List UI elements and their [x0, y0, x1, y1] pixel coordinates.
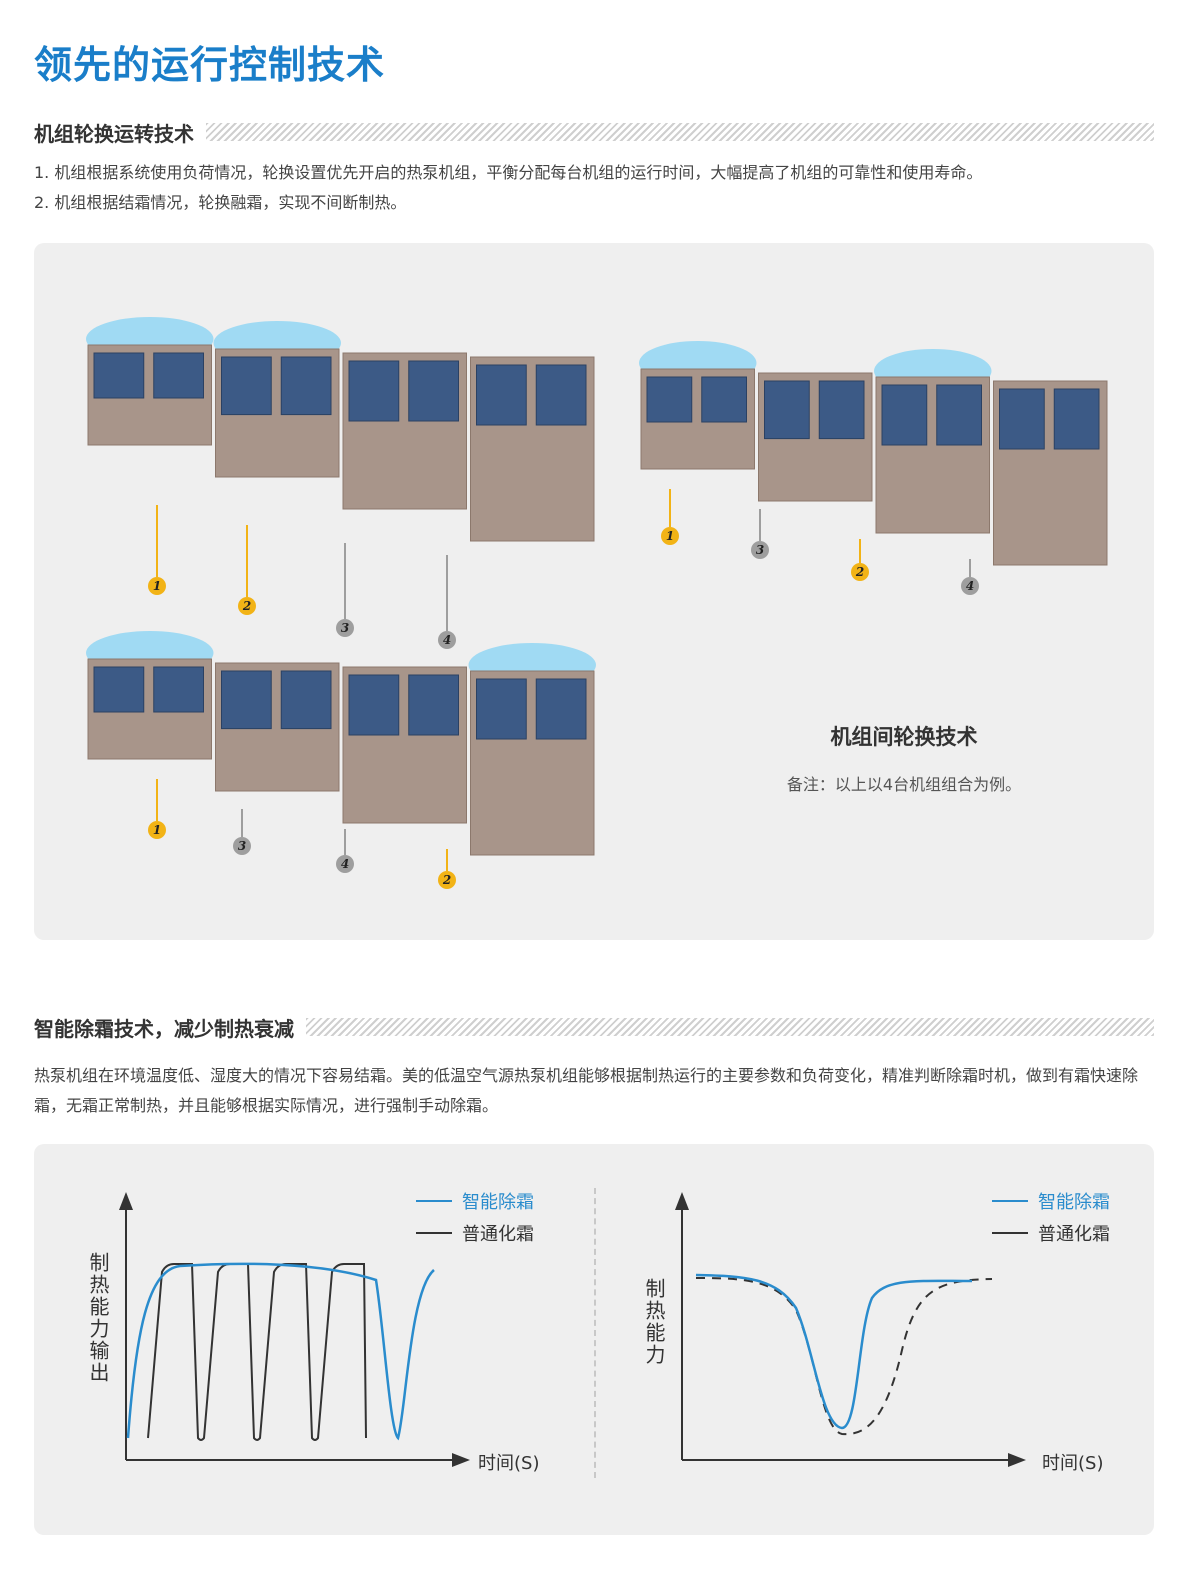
- caption-title: 机组间轮换技术: [830, 725, 978, 749]
- unit-illustration: [639, 341, 1108, 566]
- section-heading-rotation: 机组轮换运转技术: [34, 119, 1154, 146]
- left-chart-ylabel: 制热能力输出: [86, 1252, 110, 1384]
- x-axis-arrow: [1008, 1453, 1026, 1467]
- callout-line: [246, 525, 248, 597]
- unit-number-badge: 4: [336, 855, 354, 873]
- x-axis-arrow: [452, 1453, 470, 1467]
- coil-grille: [476, 364, 527, 426]
- unit-number-badge: 3: [751, 541, 769, 559]
- right-chart-xlabel: 时间(S): [1042, 1453, 1104, 1474]
- unit-number-badge: 2: [851, 563, 869, 581]
- left-legend-smart: 智能除霜: [416, 1188, 534, 1214]
- coil-grille: [535, 678, 587, 740]
- coil-grille: [764, 380, 810, 440]
- unit-number-badge: 1: [148, 821, 166, 839]
- coil-grille: [881, 384, 928, 446]
- unit-number-badge: 1: [148, 577, 166, 595]
- coil-grille: [701, 376, 747, 423]
- coil-grille: [818, 380, 865, 440]
- coil-grille: [153, 352, 204, 399]
- callout-line: [446, 555, 448, 631]
- series-normal-defrost: [147, 1263, 367, 1441]
- callout-line: [969, 559, 971, 577]
- unit-number-badge: 4: [438, 631, 456, 649]
- hatch-divider: [306, 1018, 1154, 1036]
- coil-grille: [93, 352, 145, 399]
- section-heading-text: 机组轮换运转技术: [34, 121, 194, 146]
- callout-line: [759, 509, 761, 541]
- series-normal-defrost: [695, 1277, 993, 1436]
- legend-label: 智能除霜: [462, 1192, 534, 1213]
- unit-number-badge: 3: [233, 837, 251, 855]
- callout-line: [344, 829, 346, 855]
- right-legend-smart: 智能除霜: [992, 1188, 1110, 1214]
- unit-illustration: [86, 317, 595, 542]
- right-chart: [675, 1192, 1026, 1467]
- callout-line: [156, 779, 158, 821]
- callout-line: [859, 539, 861, 563]
- legend-label: 智能除霜: [1038, 1192, 1110, 1213]
- chart-divider: [594, 1188, 596, 1478]
- section-heading-text: 智能除霜技术，减少制热衰减: [34, 1016, 294, 1041]
- coil-grille: [93, 666, 145, 713]
- legend-swatch-dark: [416, 1232, 452, 1234]
- section-heading-defrost: 智能除霜技术，减少制热衰减: [34, 1014, 1154, 1041]
- defrost-paragraph: 热泵机组在环境温度低、湿度大的情况下容易结霜。美的低温空气源热泵机组能够根据制热…: [34, 1066, 1139, 1115]
- right-legend-normal: 普通化霜: [992, 1220, 1110, 1246]
- legend-label: 普通化霜: [1038, 1224, 1110, 1245]
- legend-swatch-blue: [992, 1200, 1028, 1202]
- page-title: 领先的运行控制技术: [34, 43, 386, 87]
- caption-note: 备注：以上以4台机组组合为例。: [786, 775, 1022, 794]
- series-smart-defrost: [695, 1273, 973, 1430]
- left-chart: [119, 1192, 470, 1467]
- right-chart-ylabel: 制热能力: [642, 1278, 666, 1366]
- rotation-line-1: 1. 机组根据系统使用负荷情况，轮换设置优先开启的热泵机组，平衡分配每台机组的运…: [34, 163, 983, 182]
- rotation-line-2: 2. 机组根据结霜情况，轮换融霜，实现不间断制热。: [34, 193, 407, 212]
- coil-grille: [476, 678, 527, 740]
- rotation-panel: 1 2 3 4 1 3 2 4 1 3 4 2 机组间轮换技术 备注：以上以4台机组组合为例。: [34, 243, 1154, 940]
- coil-grille: [280, 356, 332, 416]
- coil-grille: [646, 376, 693, 423]
- series-smart-defrost: [126, 1262, 435, 1441]
- y-axis-arrow: [119, 1192, 133, 1210]
- unit-number-badge: 4: [961, 577, 979, 595]
- coil-grille: [408, 360, 459, 422]
- coil-grille: [348, 674, 400, 736]
- coil-grille: [535, 364, 587, 426]
- legend-swatch-dark: [992, 1232, 1028, 1234]
- unit-number-badge: 1: [661, 527, 679, 545]
- legend-label: 普通化霜: [462, 1224, 534, 1245]
- legend-swatch-blue: [416, 1200, 452, 1202]
- left-legend-normal: 普通化霜: [416, 1220, 534, 1246]
- callout-line: [669, 489, 671, 527]
- coil-grille: [280, 670, 332, 730]
- callout-line: [344, 543, 346, 619]
- coil-grille: [153, 666, 204, 713]
- coil-grille: [999, 388, 1045, 450]
- unit-number-badge: 2: [438, 871, 456, 889]
- coil-grille: [408, 674, 459, 736]
- callout-line: [241, 809, 243, 837]
- callout-line: [156, 505, 158, 577]
- coil-grille: [1053, 388, 1100, 450]
- coil-grille: [221, 356, 272, 416]
- unit-illustration: [86, 631, 596, 856]
- left-chart-xlabel: 时间(S): [478, 1453, 540, 1474]
- callout-line: [446, 849, 448, 871]
- unit-number-badge: 2: [238, 597, 256, 615]
- coil-grille: [936, 384, 982, 446]
- coil-grille: [221, 670, 272, 730]
- hatch-divider: [206, 123, 1154, 141]
- unit-number-badge: 3: [336, 619, 354, 637]
- y-axis-arrow: [675, 1192, 689, 1210]
- coil-grille: [348, 360, 400, 422]
